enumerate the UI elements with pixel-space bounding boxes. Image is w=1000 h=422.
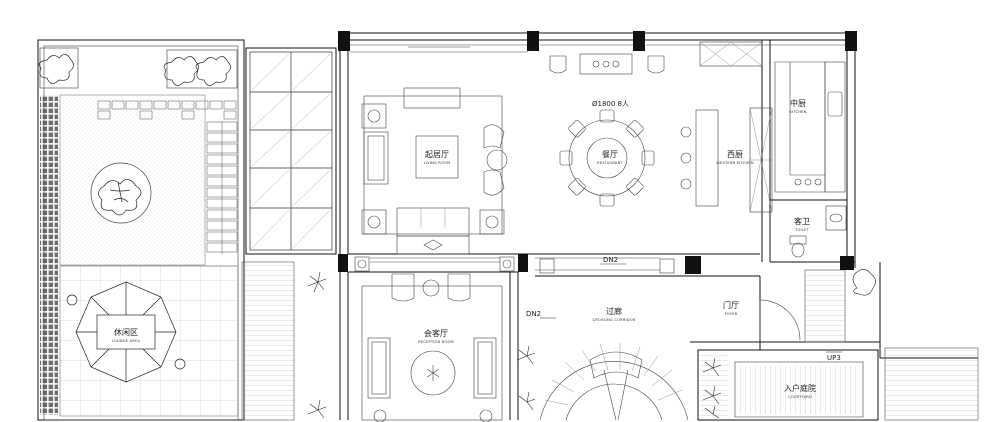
restaurant-label-en: RESTAURANT: [597, 161, 623, 165]
kitchen-label-en: KITCHEN: [790, 110, 807, 114]
kitchen: 中厨 KITCHEN: [774, 61, 846, 193]
pergola: [241, 47, 536, 421]
living-room: 起居厅 LIVING ROOM: [361, 87, 508, 255]
western-kitchen-label-en: WESTERN KITCHEN: [716, 161, 754, 165]
level-dn2-left: DN2: [526, 310, 541, 318]
western-kitchen-label: 西厨: [727, 150, 743, 159]
reception-room-label-en: RECEPTION ROOM: [418, 340, 454, 344]
toilet: 客卫 TOILET: [789, 205, 847, 258]
corridor-and-stair: 过廊 CROSSING CORRIDOR 门厅 FOYER DN2 DN2 UP…: [526, 256, 842, 421]
reception-room: 会客厅 RECEPTION ROOM: [354, 256, 515, 422]
western-kitchen: 西厨 WESTERN KITCHEN: [680, 41, 773, 213]
lounge-umbrella: [66, 281, 186, 383]
toilet-label: 客卫: [794, 216, 810, 226]
reception-room-label: 会客厅: [424, 328, 448, 338]
foyer-label-en: FOYER: [725, 312, 738, 316]
restaurant-label: 餐厅: [602, 150, 618, 159]
table-spec: Ø1800 8人: [592, 100, 629, 108]
level-up3: UP3: [827, 354, 841, 362]
corridor-label: 过廊: [606, 306, 622, 316]
round-planter: [90, 162, 152, 224]
building-walls: [338, 31, 979, 421]
garden-area: 休闲区 LOUNGE AREA: [37, 39, 245, 421]
level-dn2-right: DN2: [603, 256, 618, 264]
corridor-label-en: CROSSING CORRIDOR: [593, 318, 636, 322]
courtyard-label: 入户庭院: [784, 383, 816, 393]
kitchen-label: 中厨: [790, 98, 806, 108]
living-room-label: 起居厅: [425, 150, 449, 159]
palm-plants: [307, 271, 536, 419]
lounge-label-en: LOUNGE AREA: [112, 339, 140, 343]
courtyard: 入户庭院 COURTYARD: [702, 269, 876, 419]
lounge-label: 休闲区: [114, 327, 138, 337]
restaurant: Ø1800 8人 餐厅 RESTAURANT: [549, 53, 665, 207]
toilet-label-en: TOILET: [794, 228, 809, 232]
potted-plants: [38, 47, 238, 89]
living-room-label-en: LIVING ROOM: [424, 161, 451, 165]
courtyard-label-en: COURTYARD: [788, 395, 812, 399]
palm-plants-right: [702, 269, 876, 419]
foyer-label: 门厅: [723, 300, 739, 310]
